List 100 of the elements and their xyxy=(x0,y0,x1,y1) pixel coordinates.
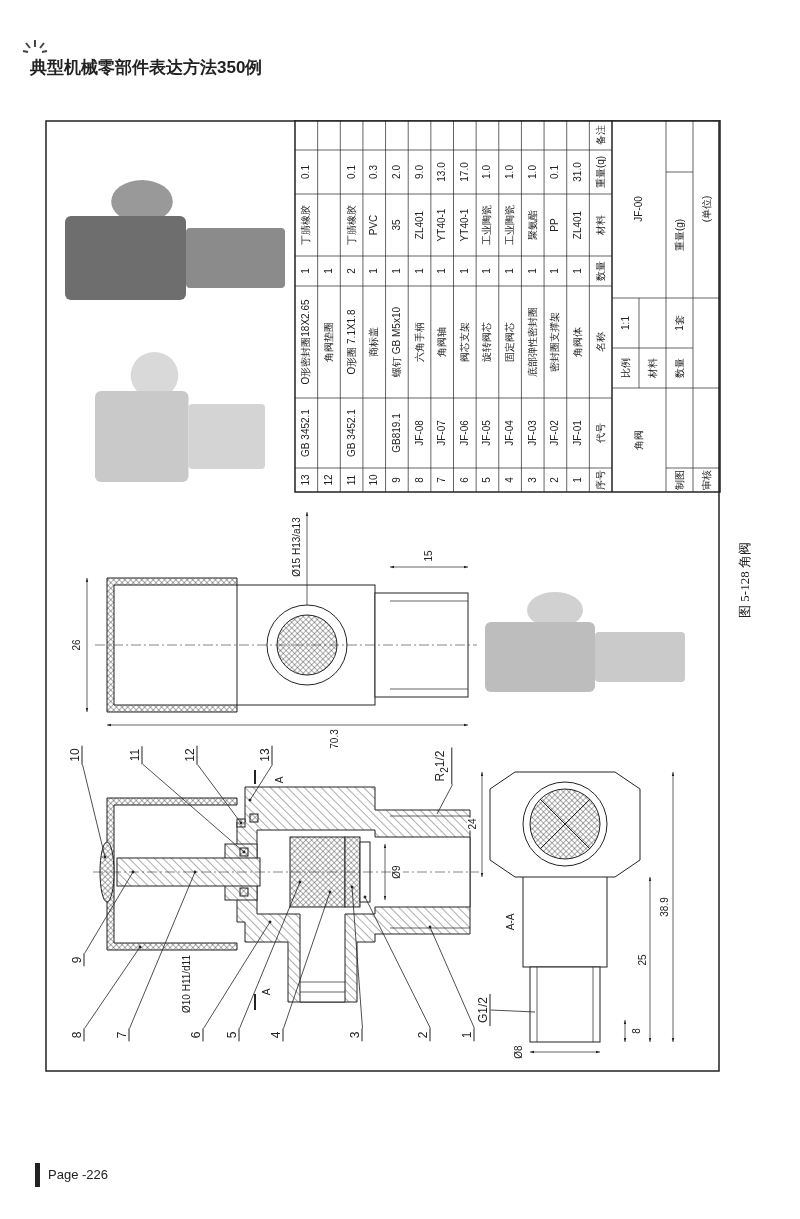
dimension-label: 70.3 xyxy=(329,728,341,750)
part-number: 12 xyxy=(322,474,335,486)
callout-number: 11 xyxy=(127,745,143,765)
callout-number: 1 xyxy=(459,1028,475,1042)
part-code: JF-06 xyxy=(458,420,471,446)
part-code: JF-07 xyxy=(436,420,449,446)
callout-number: 8 xyxy=(69,1028,85,1042)
part-number: 2 xyxy=(549,477,562,483)
title-block-text: 比例 xyxy=(619,358,632,378)
material: 聚氨酯 xyxy=(526,210,539,240)
dimension-label: 38.9 xyxy=(659,896,671,918)
page-number: Page -226 xyxy=(48,1167,108,1182)
material: PP xyxy=(549,218,562,232)
callout-number: 3 xyxy=(347,1028,363,1042)
material: ZL401 xyxy=(413,210,426,240)
quantity: 2 xyxy=(345,268,358,274)
quantity: 1 xyxy=(481,268,494,274)
weight: 1.0 xyxy=(526,165,539,179)
quantity: 1 xyxy=(300,268,313,274)
title-block-text: 重量(g) xyxy=(673,218,686,252)
part-number: 1 xyxy=(572,477,585,483)
part-code: GB 3452.1 xyxy=(345,409,358,457)
dimension-label: 24 xyxy=(467,817,479,831)
callout-number: 9 xyxy=(69,953,85,967)
column-header: 重量(q) xyxy=(594,155,607,189)
part-name: O形密封圈18X2.65 xyxy=(300,299,313,385)
figure-caption: 图 5-128 角阀 xyxy=(739,542,751,618)
callout-number: 7 xyxy=(114,1028,130,1042)
part-name: 密封圈支撑架 xyxy=(549,312,562,372)
part-number: 3 xyxy=(526,477,539,483)
quantity: 1 xyxy=(458,268,471,274)
title-block-text: 1套 xyxy=(673,315,686,331)
weight: 0.3 xyxy=(368,165,381,179)
material: 丁腈橡胶 xyxy=(300,205,313,245)
title-block-text: 1:1 xyxy=(619,316,632,330)
column-header: 序号 xyxy=(594,470,607,490)
part-number: 7 xyxy=(436,477,449,483)
material: YT40-1 xyxy=(458,208,471,242)
callout-number: 2 xyxy=(415,1028,431,1042)
part-code: JF-01 xyxy=(572,420,585,446)
part-name: 六角手柄 xyxy=(413,322,426,362)
weight: 17.0 xyxy=(458,162,471,182)
material: 35 xyxy=(390,219,403,231)
weight: 2.0 xyxy=(390,165,403,179)
part-code: GB 3452.1 xyxy=(300,409,313,457)
dimension-label: Ø10 H11/d11 xyxy=(181,954,193,1014)
quantity: 1 xyxy=(390,268,403,274)
quantity: 1 xyxy=(504,268,517,274)
part-number: 4 xyxy=(504,477,517,483)
title-block-text: 材料 xyxy=(646,358,659,378)
dimension-label: Ø15 H13/a13 xyxy=(291,516,303,578)
material: 工业陶瓷 xyxy=(504,205,517,245)
leader-line xyxy=(436,784,453,815)
part-name: 商标盖 xyxy=(368,327,381,357)
column-header: 数量 xyxy=(594,261,607,281)
material: 工业陶瓷 xyxy=(481,205,494,245)
column-header: 代号 xyxy=(594,423,607,443)
quantity: 1 xyxy=(526,268,539,274)
quantity: 1 xyxy=(413,268,426,274)
part-number: 6 xyxy=(458,477,471,483)
material: ZL401 xyxy=(572,210,585,240)
dimension-label: Ø8 xyxy=(513,1044,525,1060)
part-code: JF-05 xyxy=(481,420,494,446)
dimension-label: A-A xyxy=(505,912,517,932)
title-block-text: 制图 xyxy=(673,470,686,490)
dimension-label: 26 xyxy=(71,638,83,652)
thread-label: G1/2 xyxy=(475,994,491,1026)
dimension-label: 25 xyxy=(637,953,649,967)
title-block-text: 审核 xyxy=(700,470,713,490)
part-code: GB819.1 xyxy=(390,413,403,453)
part-name: 螺钉 GB M5x10 xyxy=(390,307,403,377)
callout-number: 13 xyxy=(257,745,273,765)
part-name: 底部弹性密封圈 xyxy=(526,307,539,377)
weight: 1.0 xyxy=(504,165,517,179)
part-number: 9 xyxy=(390,477,403,483)
part-code: JF-03 xyxy=(526,420,539,446)
dimension-label: A xyxy=(261,987,273,997)
callout-number: 4 xyxy=(268,1028,284,1042)
callout-number: 10 xyxy=(67,745,83,765)
quantity: 1 xyxy=(549,268,562,274)
part-code: JF-08 xyxy=(413,420,426,446)
page-title: 典型机械零部件表达方法350例 xyxy=(30,57,263,79)
weight: 0.1 xyxy=(549,165,562,179)
column-header: 材料 xyxy=(594,215,607,235)
weight: 0.1 xyxy=(345,165,358,179)
material: PVC xyxy=(368,214,381,236)
weight: 9.0 xyxy=(413,165,426,179)
part-number: 8 xyxy=(413,477,426,483)
quantity: 1 xyxy=(572,268,585,274)
weight: 0.1 xyxy=(300,165,313,179)
quantity: 1 xyxy=(322,268,335,274)
weight: 1.0 xyxy=(481,165,494,179)
part-name: 角阀垫圈 xyxy=(322,322,335,362)
part-name: 角阀体 xyxy=(572,327,585,357)
title-block-text: JF-00 xyxy=(633,196,645,222)
callout-number: 12 xyxy=(182,745,198,765)
part-number: 5 xyxy=(481,477,494,483)
part-name: O形圈 7.1X1.8 xyxy=(345,309,358,375)
material: YT40-1 xyxy=(436,208,449,242)
leader-line xyxy=(490,1009,536,1013)
